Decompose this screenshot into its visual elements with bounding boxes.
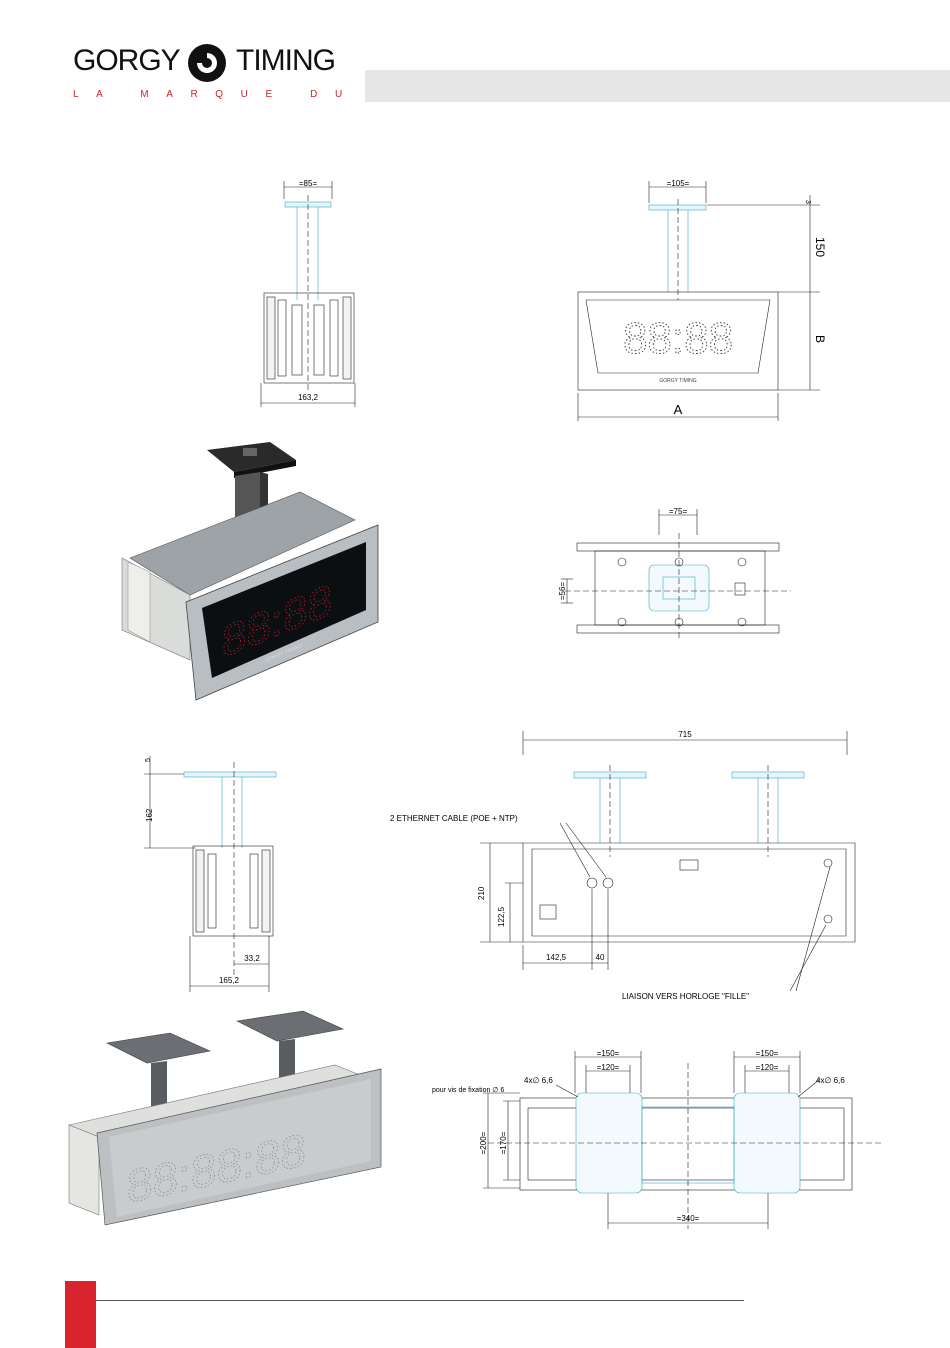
dim-plate-outer-left: =150= — [597, 1049, 620, 1058]
iso-render-double: 88:88:88 — [65, 1005, 385, 1230]
dim-height-162: 162 — [145, 808, 154, 822]
dim-hole-right: 4x∅ 6,6 — [816, 1076, 845, 1085]
drawing-front-single: 88:88 GORGY TIMING =105= 3 150 B A — [570, 175, 835, 425]
dim-depth-inner: =170= — [499, 1131, 508, 1154]
brand-clock-logo — [187, 43, 227, 83]
dim-screw-note: pour vis de fixation ∅ 6 — [432, 1087, 504, 1094]
dim-width-715: 715 — [678, 730, 692, 739]
drawing-top-double: =150= =120= =150= =120= 4x∅ 6,6 pour vis… — [428, 1043, 888, 1233]
logo-word-timing: TIMING — [236, 44, 335, 78]
drawing-side-single: =85= 163,2 — [250, 175, 370, 410]
iso-render-single: 88:88 GORGY TIMING — [110, 430, 380, 705]
dim-span: =340= — [677, 1214, 700, 1223]
front-logo: GORGY TIMING — [659, 378, 696, 384]
dim-height-150: 150 — [813, 237, 827, 257]
dim-height-210: 210 — [477, 886, 486, 900]
dim-plate-outer-right: =150= — [756, 1049, 779, 1058]
header-bar — [365, 70, 950, 102]
dim-width-top: =85= — [299, 179, 318, 188]
dim-depth-outer: =200= — [479, 1131, 488, 1154]
dim-base: 163,2 — [298, 393, 319, 402]
dim-label-a: A — [674, 402, 683, 417]
footer-rule — [96, 1300, 744, 1301]
dim-gap: 40 — [596, 953, 605, 962]
drawing-top-single: =75= =56= — [555, 505, 795, 645]
dim-hole-left: 4x∅ 6,6 — [524, 1076, 553, 1085]
dim-label-b: B — [813, 335, 827, 343]
front-display: 88:88 — [623, 314, 733, 363]
dim-plate-inner-right: =120= — [756, 1063, 779, 1072]
dim-height: =56= — [558, 582, 567, 601]
dim-top-small: 3 — [804, 200, 811, 204]
footer-accent-block — [65, 1281, 96, 1348]
dim-left-offset: 142,5 — [546, 953, 567, 962]
ethernet-note: 2 ETHERNET CABLE (POE + NTP) — [390, 814, 518, 823]
dim-mid: 122,5 — [497, 906, 506, 927]
daughter-note: LIAISON VERS HORLOGE "FILLE" — [622, 992, 749, 1001]
dim-top: 5 — [145, 758, 152, 762]
dim-base: 165,2 — [219, 976, 240, 985]
dim-offset: 33,2 — [244, 954, 260, 963]
dim-plate-inner-left: =120= — [597, 1063, 620, 1072]
logo-word-gorgy: GORGY — [73, 44, 180, 78]
drawing-side-double: 5 162 33,2 165,2 — [138, 752, 288, 994]
dim-width: =75= — [669, 507, 688, 516]
dim-width-top: =105= — [667, 179, 690, 188]
drawing-back-double: 715 2 ETHERNET CABLE (POE + NTP) 210 122… — [380, 725, 870, 1005]
